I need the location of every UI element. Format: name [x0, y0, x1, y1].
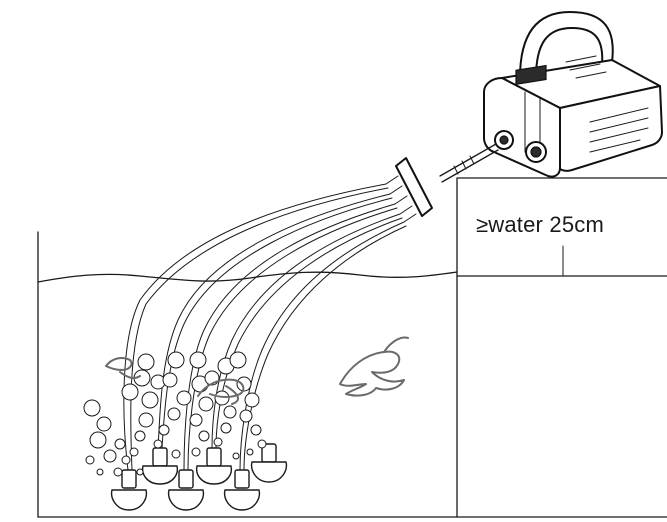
- air-bubble: [176, 390, 192, 406]
- air-bubble: [229, 351, 247, 369]
- air-bubble: [121, 455, 131, 465]
- air-bubble: [167, 351, 185, 369]
- air-stone-icon: [141, 447, 179, 485]
- air-bubble: [103, 449, 117, 463]
- air-bubble: [171, 449, 181, 459]
- air-bubble: [136, 468, 144, 476]
- air-bubble: [236, 376, 252, 392]
- air-bubble: [96, 416, 112, 432]
- air-bubble: [191, 447, 201, 457]
- air-bubble: [113, 467, 123, 477]
- air-bubble: [189, 351, 207, 369]
- air-bubble: [138, 412, 154, 428]
- air-bubble: [141, 391, 159, 409]
- air-bubble: [220, 422, 232, 434]
- air-bubble: [153, 439, 163, 449]
- air-stone-icon: [223, 469, 261, 511]
- air-stones: [110, 443, 288, 511]
- fish-icon: [197, 378, 245, 405]
- air-bubble: [250, 424, 262, 436]
- air-stone-icon: [195, 447, 233, 485]
- air-stone-icon: [167, 469, 205, 511]
- air-bubble: [213, 437, 223, 447]
- air-bubble: [162, 372, 178, 388]
- air-bubble: [223, 405, 237, 419]
- air-manifold-icon: [385, 157, 433, 223]
- air-bubble: [121, 383, 139, 401]
- air-bubble: [137, 353, 155, 371]
- air-bubble: [158, 424, 170, 436]
- tank-right-wall: [456, 177, 667, 518]
- air-bubble: [232, 452, 240, 460]
- air-tubes: [123, 183, 407, 471]
- water-depth-label: ≥water 25cm: [476, 212, 604, 237]
- air-bubble: [244, 392, 260, 408]
- water-surface: [37, 271, 458, 283]
- air-stone-icon: [110, 469, 148, 511]
- air-pump-icon: [483, 11, 663, 178]
- air-stone-icon: [250, 443, 288, 483]
- air-bubble: [85, 455, 95, 465]
- air-bubble: [114, 438, 126, 450]
- air-bubble: [96, 468, 104, 476]
- main-air-tube: [439, 143, 499, 183]
- fish-icon: [105, 357, 141, 380]
- air-bubble: [167, 407, 181, 421]
- air-bubbles: [83, 351, 267, 477]
- air-bubble: [189, 413, 203, 427]
- air-bubble: [214, 390, 230, 406]
- air-bubble: [134, 430, 146, 442]
- air-bubble: [198, 430, 210, 442]
- air-bubble: [257, 439, 267, 449]
- fish-icon: [339, 336, 409, 397]
- air-bubble: [89, 431, 107, 449]
- air-bubble: [246, 448, 254, 456]
- air-bubble: [129, 447, 139, 457]
- air-bubble: [198, 396, 214, 412]
- air-bubble: [83, 399, 101, 417]
- air-bubble: [239, 409, 253, 423]
